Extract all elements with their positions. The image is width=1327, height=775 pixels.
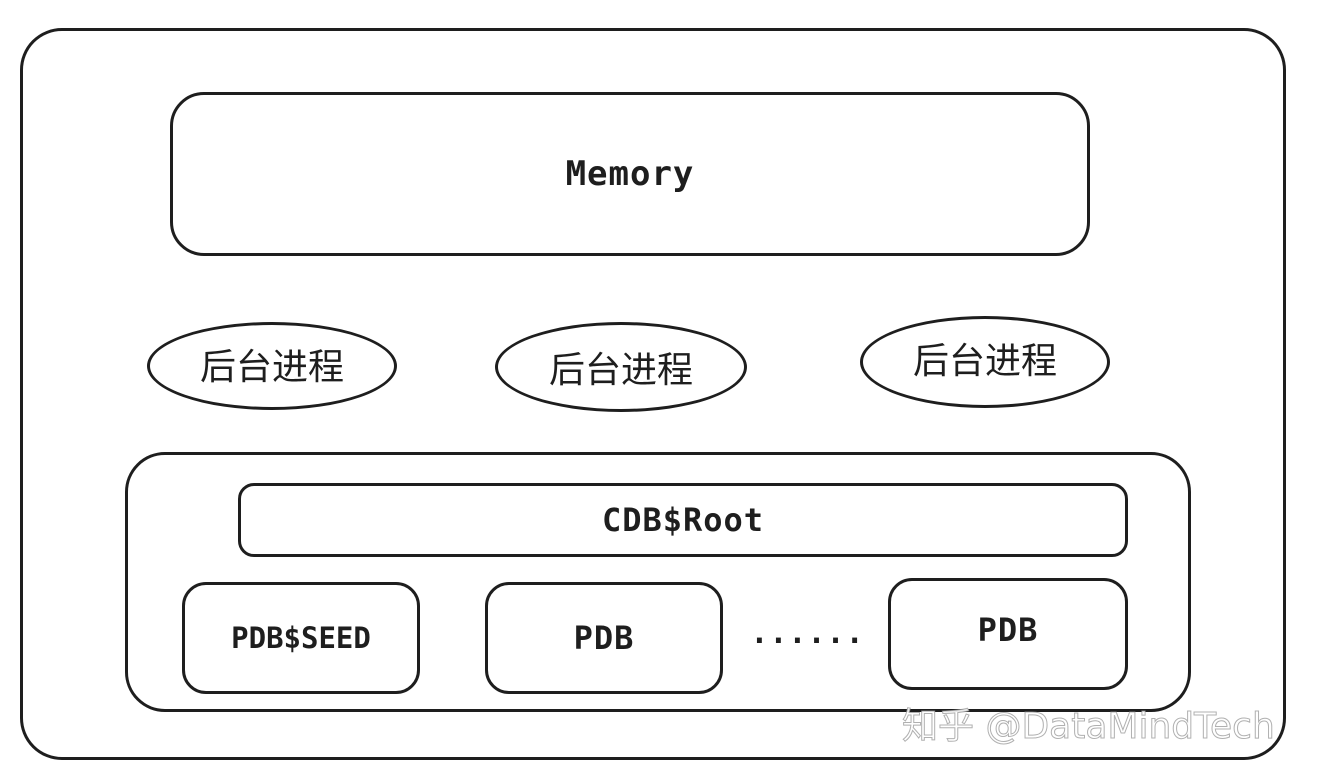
memory-box bbox=[170, 92, 1090, 256]
pdb-box-1 bbox=[485, 582, 723, 694]
ellipsis: ...... bbox=[750, 615, 865, 651]
background-process-ellipse-2 bbox=[495, 322, 747, 412]
memory-label: Memory bbox=[565, 154, 695, 194]
pdb-seed-label: PDB$SEED bbox=[231, 621, 371, 655]
background-process-ellipse-1 bbox=[147, 322, 397, 410]
cdb-root-label: CDB$Root bbox=[601, 501, 765, 539]
background-process-label-3: 后台进程 bbox=[912, 341, 1057, 382]
background-process-ellipse-3 bbox=[860, 316, 1110, 408]
pdb-seed-box bbox=[182, 582, 420, 694]
background-process-label-2: 后台进程 bbox=[548, 350, 693, 391]
pdb-box-2 bbox=[888, 578, 1128, 690]
pdb-label-2: PDB bbox=[977, 611, 1039, 649]
pdb-label-1: PDB bbox=[573, 619, 635, 657]
cdb-container bbox=[125, 452, 1191, 712]
watermark-text: 知乎 @DataMindTech bbox=[902, 706, 1276, 748]
instance-container bbox=[20, 28, 1286, 760]
cdb-root-box bbox=[238, 483, 1128, 557]
background-process-label-1: 后台进程 bbox=[199, 347, 344, 388]
